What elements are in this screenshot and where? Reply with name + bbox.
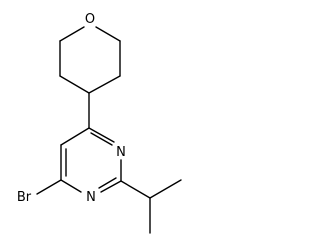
bond-o-c6-oxane: [95, 26, 121, 42]
bond-n3-c4: [60, 179, 82, 193]
pyrimidine-ring: [60, 127, 122, 193]
bond-c5-c6: [60, 127, 90, 146]
isopropyl-group: [120, 179, 182, 234]
bond-c4-c3-oxane: [59, 75, 90, 94]
oxane-ring: [59, 26, 121, 94]
bond-c2-n3-double: [98, 177, 117, 189]
bond-c6-n1: [88, 127, 115, 143]
bond-c2-o-oxane: [59, 26, 85, 42]
bond-c2-n3: [100, 180, 122, 193]
atom-label-oxygen: O: [85, 12, 95, 27]
molecule-structure: O N N Br: [17, 12, 182, 234]
bond-c5-c4-oxane: [88, 75, 121, 94]
atom-label-bromine: Br: [17, 190, 32, 205]
bond-c6-n1-double: [90, 132, 113, 146]
atom-label-nitrogen-upper: N: [116, 145, 126, 160]
bond-ch-ch3-right: [149, 179, 182, 199]
bond-c4-br: [36, 179, 62, 195]
bond-c2-ch: [120, 180, 151, 199]
atom-label-nitrogen-lower: N: [86, 190, 96, 205]
